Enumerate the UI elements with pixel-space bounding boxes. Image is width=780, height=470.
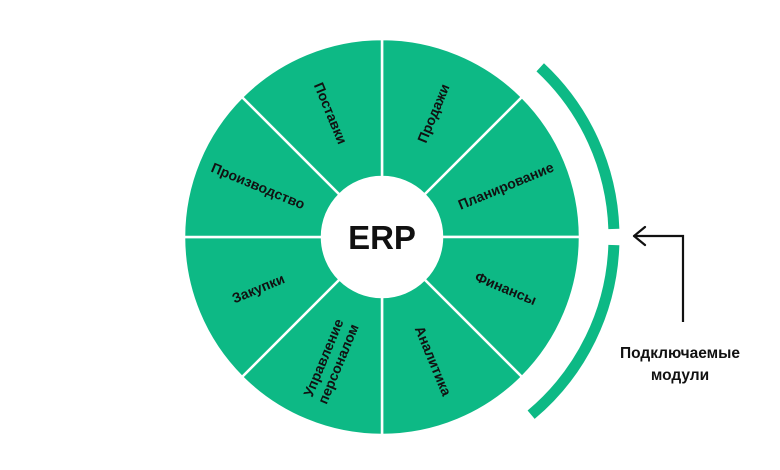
arrow-left-icon [632,225,685,322]
wheel-segment [240,278,384,437]
wheel-segment [380,278,524,437]
plugin-modules-caption: Подключаемые модули [590,343,770,387]
center-label: ERP [348,219,416,256]
center-circle [326,181,438,293]
wheel-segments [182,37,582,437]
wheel-segment [240,37,384,196]
plugin-module-arc [527,244,620,419]
wheel-segment [380,37,524,196]
plugin-modules-caption-line1: Подключаемые [619,345,741,362]
wheel-segment [423,235,582,379]
plugin-module-arc [536,63,620,230]
wheel-segment [182,95,341,239]
wheel-segment [182,235,341,379]
wheel-segment [423,95,582,239]
plugin-modules-caption-line2: модули [650,367,710,384]
plugin-modules-bracket [527,63,620,419]
